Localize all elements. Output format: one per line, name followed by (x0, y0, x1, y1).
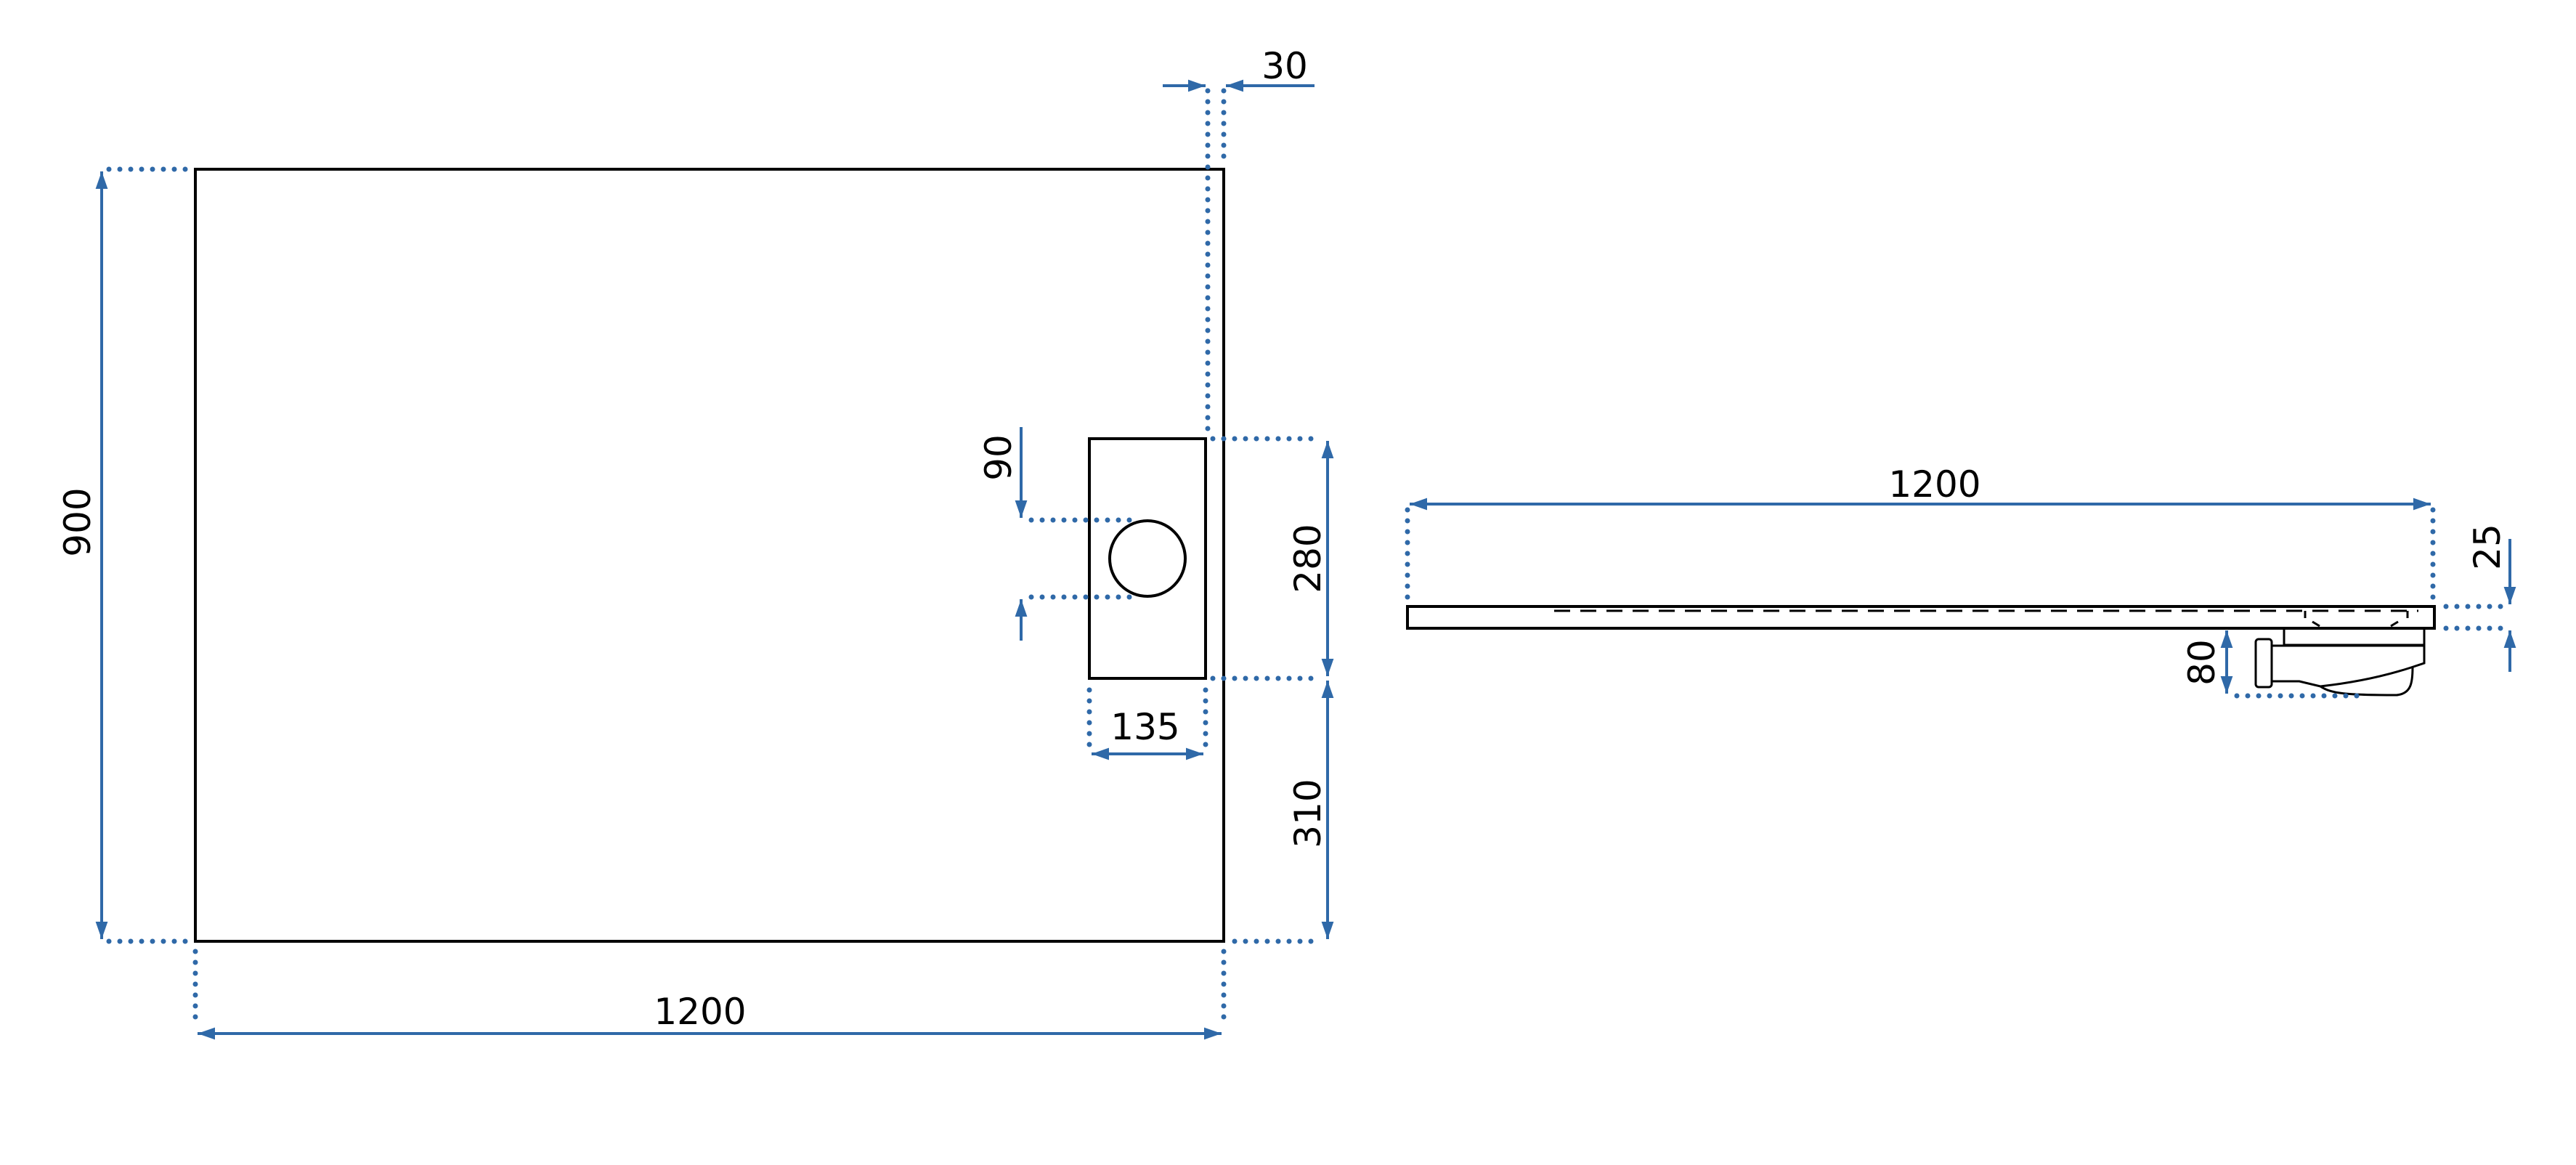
thickness-label: 25 (2466, 524, 2508, 570)
drain-offset-label: 310 (1287, 779, 1329, 848)
width-label: 1200 (654, 991, 746, 1033)
drain-channel-outline (1088, 437, 1207, 680)
shower-tray-outline (194, 168, 1225, 943)
dimension-drain-width: 135 (1086, 687, 1208, 760)
drain-width-label: 135 (1110, 706, 1179, 748)
dimension-length: 1200 (1405, 463, 2436, 603)
side-view: 1200 25 80 (1405, 463, 2516, 699)
drain-hole (1108, 519, 1187, 598)
length-label: 1200 (1888, 463, 1980, 506)
dimension-depth: 900 (57, 166, 192, 944)
dimension-drain-depth: 80 (2181, 630, 2370, 699)
top-view: 900 1200 30 280 310 (57, 45, 1334, 1040)
dimension-offset: 30 (1163, 45, 1315, 439)
offset-label: 30 (1261, 45, 1308, 87)
dimension-drain-diameter: 90 (978, 427, 1142, 641)
dimension-width: 1200 (192, 949, 1227, 1040)
drain-depth-label: 80 (2181, 639, 2223, 686)
drain-diameter-label: 90 (978, 434, 1020, 481)
dimension-thickness: 25 (2443, 524, 2516, 672)
tray-profile (1406, 605, 2436, 630)
dimension-drain-position: 280 310 (1210, 436, 1334, 944)
drain-trap-profile (2254, 629, 2426, 697)
depth-label: 900 (57, 487, 99, 556)
drain-height-label: 280 (1287, 524, 1329, 593)
